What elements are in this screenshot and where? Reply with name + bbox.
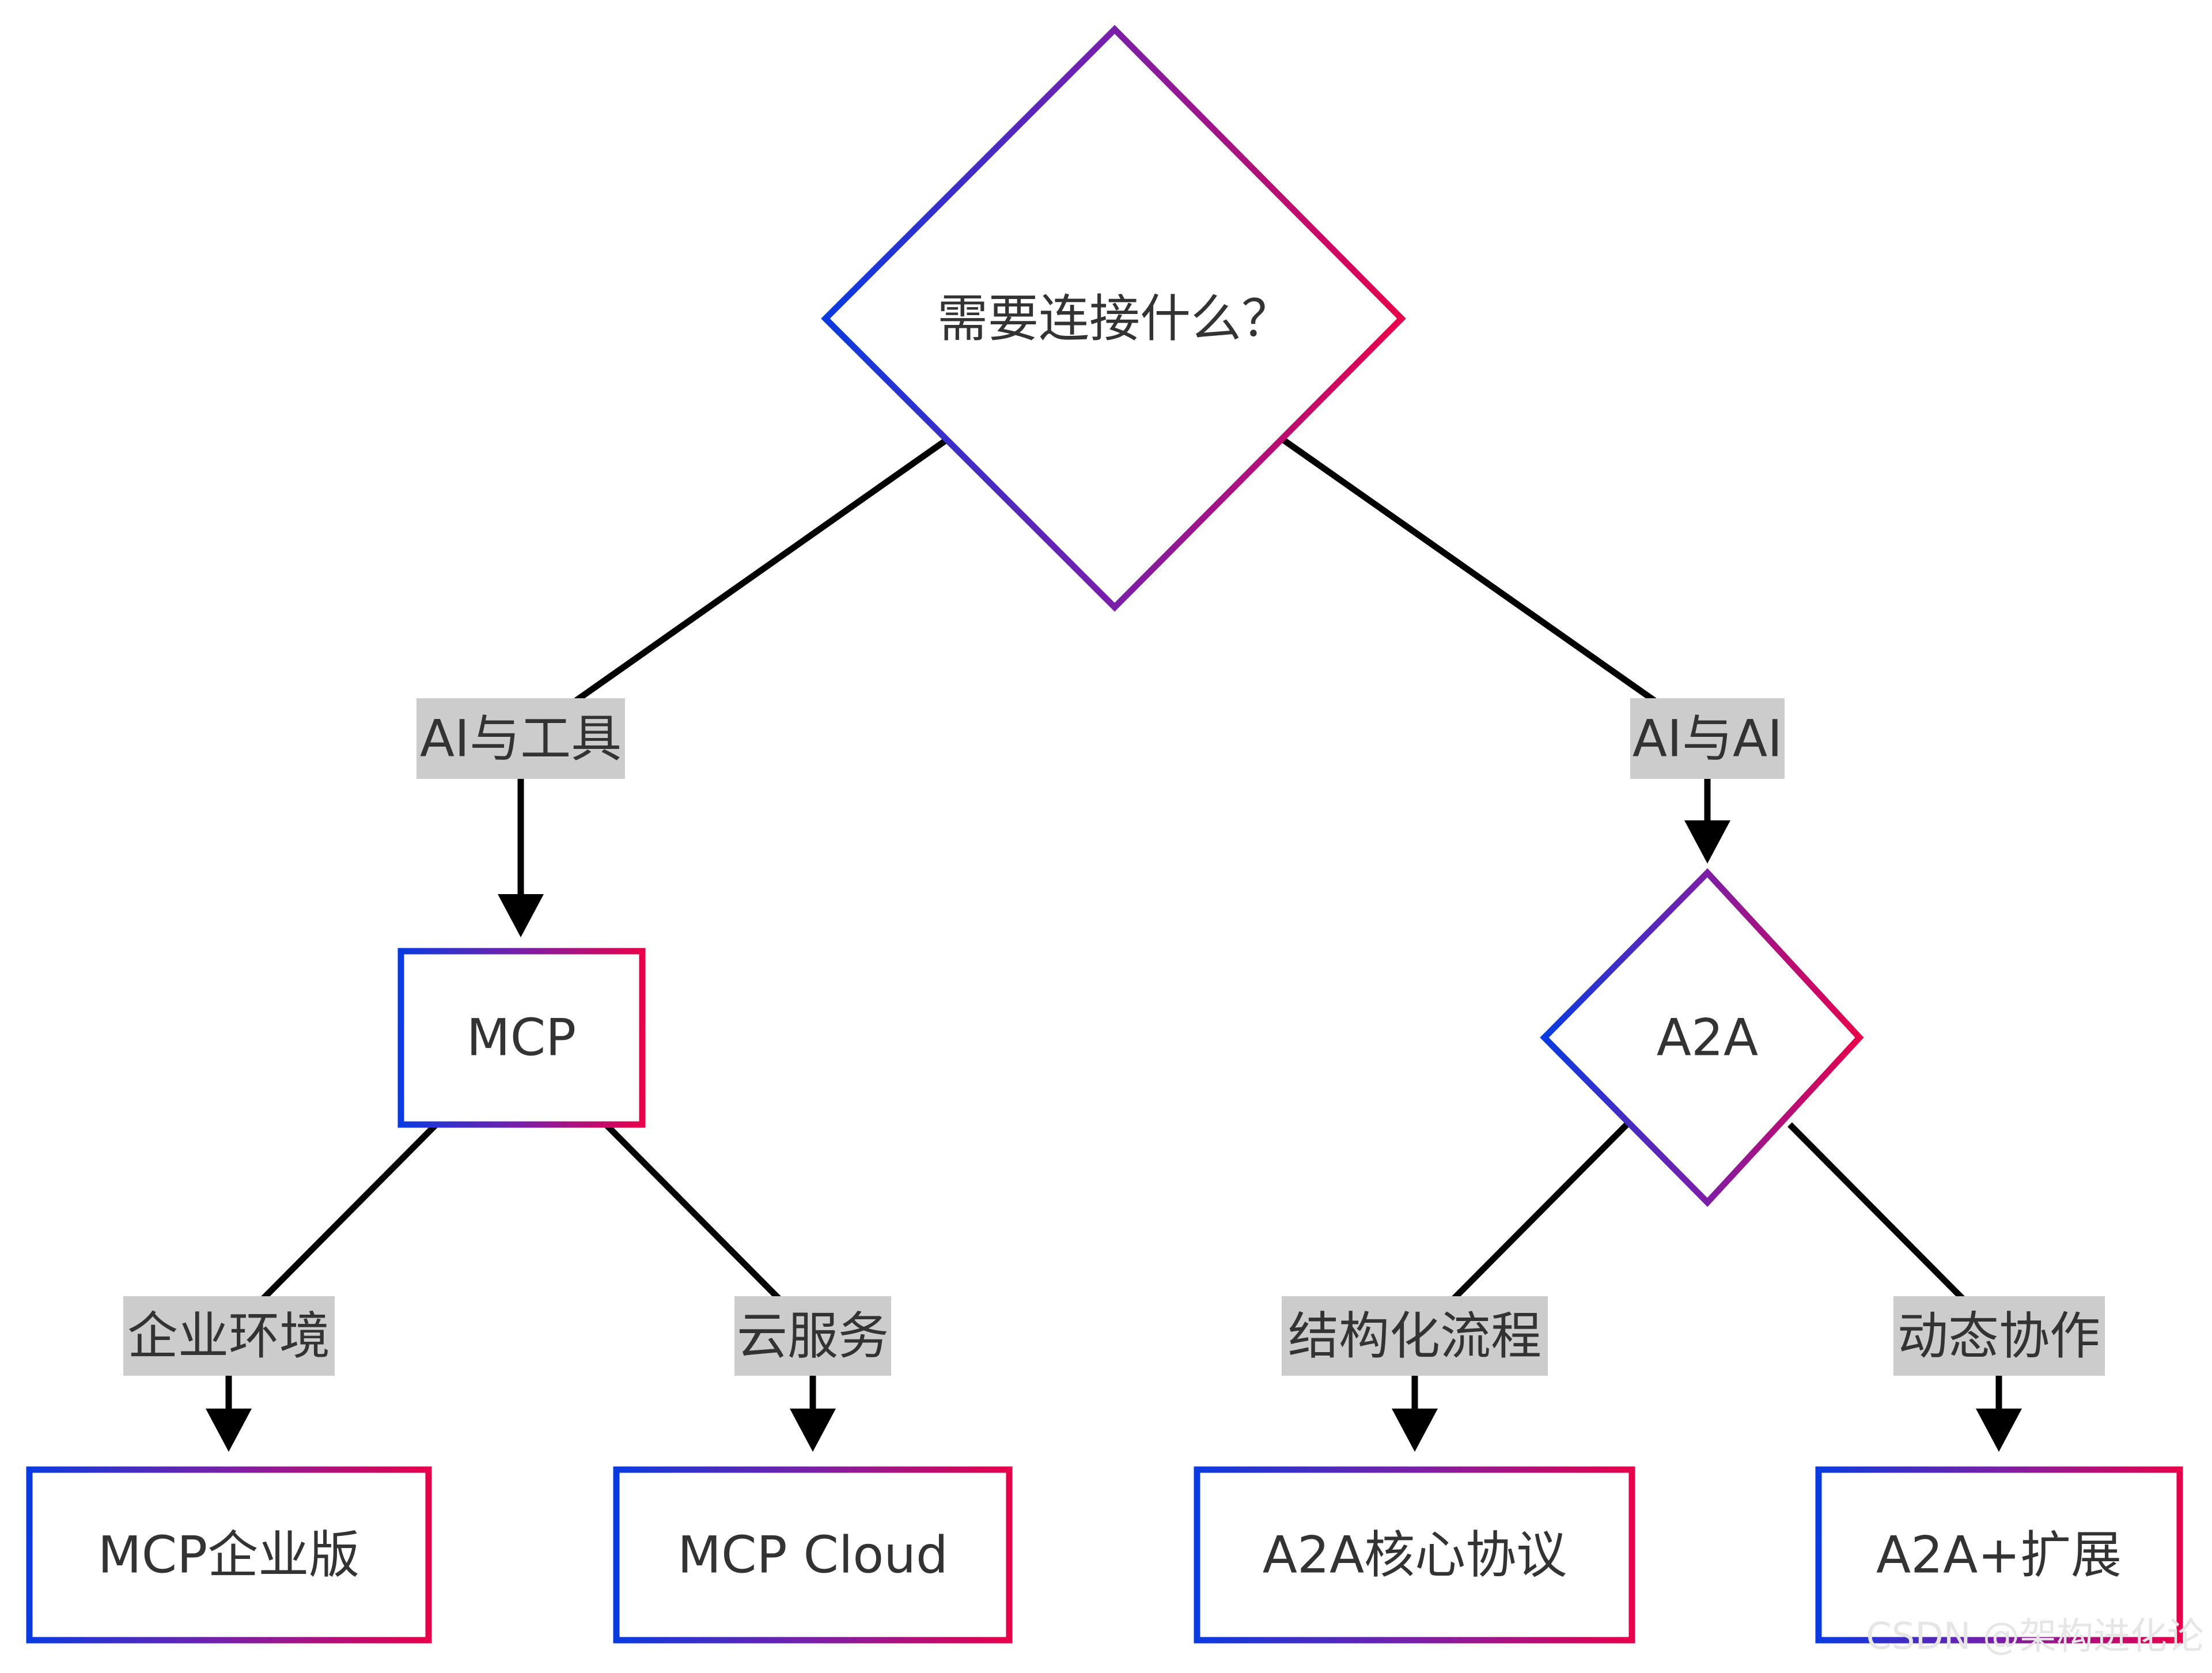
arrowhead-enterprise <box>206 1409 252 1452</box>
node-a2a-core-label: A2A核心协议 <box>1263 1526 1567 1585</box>
node-root-decision: 需要连接什么？ <box>821 25 1406 612</box>
node-mcp: MCP <box>397 948 646 1128</box>
node-root-decision-label: 需要连接什么？ <box>937 289 1292 349</box>
edge-a2a-to-plus-upper <box>1787 1122 1965 1301</box>
node-a2a-plus: A2A+扩展 <box>1815 1466 2183 1644</box>
node-mcp-cloud: MCP Cloud <box>613 1466 1013 1644</box>
edge-label-cloud-service-text: 云服务 <box>737 1307 889 1366</box>
node-a2a-plus-label: A2A+扩展 <box>1876 1526 2122 1585</box>
watermark: CSDN @架构进化论 <box>1866 1615 2204 1658</box>
edge-root-to-a2a-upper <box>1281 437 1657 703</box>
edge-label-dynamic-collab-text: 动态协作 <box>1897 1307 2100 1366</box>
node-mcp-enterprise-label: MCP企业版 <box>98 1526 359 1585</box>
edge-label-dynamic-collab: 动态协作 <box>1893 1296 2105 1376</box>
arrowhead-a2a <box>1684 820 1730 864</box>
node-mcp-label: MCP <box>467 1008 576 1068</box>
edges <box>225 437 2002 1410</box>
node-a2a-decision: A2A <box>1540 868 1864 1207</box>
edge-label-enterprise-env-text: 企业环境 <box>127 1307 330 1366</box>
edge-label-ai-tools-text: AI与工具 <box>420 709 622 769</box>
edge-mcp-to-cloud-upper <box>604 1122 782 1301</box>
edge-root-to-mcp-upper <box>574 437 949 703</box>
edge-label-enterprise-env: 企业环境 <box>123 1296 335 1376</box>
edge-label-ai-tools: AI与工具 <box>416 698 625 779</box>
arrowhead-plus <box>1976 1409 2022 1452</box>
edge-label-structured-flow-text: 结构化流程 <box>1288 1307 1541 1366</box>
node-mcp-enterprise: MCP企业版 <box>26 1466 432 1644</box>
edge-label-structured-flow: 结构化流程 <box>1282 1296 1548 1376</box>
node-mcp-cloud-label: MCP Cloud <box>677 1526 948 1585</box>
node-a2a-decision-label: A2A <box>1657 1008 1758 1068</box>
edge-label-ai-ai-text: AI与AI <box>1633 709 1782 769</box>
edge-label-ai-ai: AI与AI <box>1630 698 1785 779</box>
edge-mcp-to-enterprise-upper <box>260 1122 438 1301</box>
arrowhead-cloud <box>790 1409 836 1452</box>
edge-a2a-to-core-upper <box>1451 1122 1629 1301</box>
edge-label-cloud-service: 云服务 <box>734 1296 891 1376</box>
node-a2a-core: A2A核心协议 <box>1194 1466 1635 1644</box>
arrowhead-mcp <box>498 894 544 937</box>
arrowheads <box>206 820 2022 1452</box>
arrowhead-core <box>1392 1409 1438 1452</box>
